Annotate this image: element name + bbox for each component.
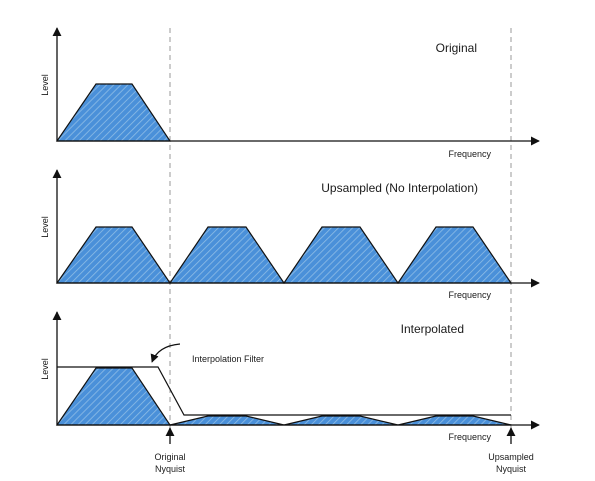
x-axis-label: Frequency: [448, 290, 491, 300]
panel-title: Original: [436, 41, 477, 55]
attenuated-image-shape: [169, 415, 285, 426]
panel-title: Interpolated: [401, 322, 464, 336]
y-axis-label: Level: [40, 74, 50, 96]
panel-upsampled: Upsampled (No Interpolation) Frequency L…: [40, 169, 540, 300]
image-spectrum-shape: [282, 226, 400, 284]
upsampled-nyquist-label-line2: Nyquist: [496, 464, 527, 474]
spectrum-shape: [55, 367, 172, 426]
x-axis-label: Frequency: [448, 432, 491, 442]
y-axis-label: Level: [40, 358, 50, 380]
attenuated-image-shape: [397, 415, 512, 426]
interpolation-filter-curve: [57, 366, 511, 416]
image-spectrum-shape: [396, 226, 513, 284]
y-axis-label: Level: [40, 216, 50, 238]
panel-original: Original Frequency Level: [40, 27, 540, 159]
original-nyquist-label-line2: Nyquist: [155, 464, 186, 474]
panel-interpolated: Interpolated Frequency Level Interpolati…: [40, 311, 540, 442]
spectrum-shape: [55, 83, 172, 142]
filter-callout-arrow: [150, 343, 181, 363]
spectrum-shape: [55, 226, 172, 284]
original-nyquist-label-line1: Original: [154, 452, 185, 462]
image-spectrum-shape: [168, 226, 286, 284]
upsampled-nyquist-label-line1: Upsampled: [488, 452, 534, 462]
filter-callout-label: Interpolation Filter: [192, 354, 264, 364]
original-nyquist-marker: Original Nyquist: [154, 427, 186, 474]
x-axis-label: Frequency: [448, 149, 491, 159]
upsampled-nyquist-marker: Upsampled Nyquist: [488, 427, 534, 474]
attenuated-image-shape: [283, 415, 399, 426]
panel-title: Upsampled (No Interpolation): [321, 181, 478, 195]
